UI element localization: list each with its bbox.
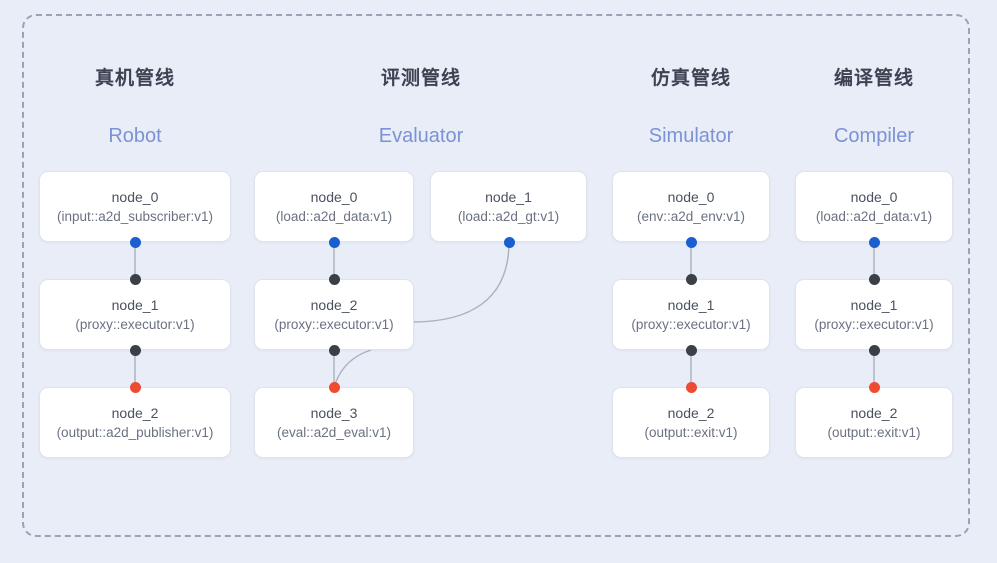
node-name: node_2 <box>850 404 898 421</box>
node-simulator-0[interactable]: node_0 (env::a2d_env:v1) <box>612 171 770 242</box>
node-name: node_1 <box>485 188 532 205</box>
port-output-simulator-1[interactable] <box>685 344 697 356</box>
column-title-cn-robot: 真机管线 <box>94 68 175 89</box>
column-title-cn-evaluator: 评测管线 <box>380 68 461 89</box>
node-name: node_1 <box>850 296 898 313</box>
diagram-dashed-frame <box>22 14 970 537</box>
port-output-evaluator-0[interactable] <box>328 236 340 248</box>
port-input-simulator-2[interactable] <box>685 381 697 393</box>
port-input-robot-1[interactable] <box>129 273 141 285</box>
node-evaluator-2[interactable]: node_2 (proxy::executor:v1) <box>254 279 414 350</box>
port-input-compiler-2[interactable] <box>868 381 880 393</box>
node-name: node_0 <box>111 188 159 205</box>
column-title-en-compiler: Compiler <box>833 125 915 147</box>
port-input-evaluator-2[interactable] <box>328 273 340 285</box>
node-spec: (load::a2d_data:v1) <box>275 208 393 224</box>
node-spec: (output::exit:v1) <box>644 424 738 440</box>
node-spec: (input::a2d_subscriber:v1) <box>56 208 214 224</box>
node-name: node_2 <box>667 404 715 421</box>
node-robot-1[interactable]: node_1 (proxy::executor:v1) <box>39 279 231 350</box>
port-input-robot-2[interactable] <box>129 381 141 393</box>
node-spec: (env::a2d_env:v1) <box>636 208 746 224</box>
node-name: node_3 <box>310 404 358 421</box>
node-spec: (proxy::executor:v1) <box>274 316 394 332</box>
column-title-cn-simulator: 仿真管线 <box>650 68 731 89</box>
column-title-en-evaluator: Evaluator <box>378 125 464 147</box>
port-output-compiler-1[interactable] <box>868 344 880 356</box>
node-spec: (proxy::executor:v1) <box>631 316 751 332</box>
node-name: node_2 <box>111 404 159 421</box>
node-spec: (output::a2d_publisher:v1) <box>56 424 214 440</box>
node-spec: (proxy::executor:v1) <box>814 316 934 332</box>
node-name: node_0 <box>850 188 898 205</box>
column-title-cn-compiler: 编译管线 <box>833 68 914 89</box>
node-name: node_1 <box>667 296 715 313</box>
node-robot-2[interactable]: node_2 (output::a2d_publisher:v1) <box>39 387 231 458</box>
node-name: node_2 <box>310 296 358 313</box>
node-spec: (load::a2d_data:v1) <box>815 208 933 224</box>
node-evaluator-0[interactable]: node_0 (load::a2d_data:v1) <box>254 171 414 242</box>
node-simulator-2[interactable]: node_2 (output::exit:v1) <box>612 387 770 458</box>
column-title-en-simulator: Simulator <box>648 125 734 147</box>
node-spec: (eval::a2d_eval:v1) <box>276 424 392 440</box>
node-compiler-2[interactable]: node_2 (output::exit:v1) <box>795 387 953 458</box>
node-robot-0[interactable]: node_0 (input::a2d_subscriber:v1) <box>39 171 231 242</box>
node-spec: (load::a2d_gt:v1) <box>457 208 560 224</box>
node-evaluator-gt[interactable]: node_1 (load::a2d_gt:v1) <box>430 171 587 242</box>
node-simulator-1[interactable]: node_1 (proxy::executor:v1) <box>612 279 770 350</box>
port-input-simulator-1[interactable] <box>685 273 697 285</box>
port-output-robot-1[interactable] <box>129 344 141 356</box>
node-name: node_0 <box>310 188 358 205</box>
port-output-evaluator-gt[interactable] <box>503 236 515 248</box>
port-output-simulator-0[interactable] <box>685 236 697 248</box>
port-input-compiler-1[interactable] <box>868 273 880 285</box>
node-spec: (output::exit:v1) <box>827 424 921 440</box>
node-name: node_0 <box>667 188 715 205</box>
node-evaluator-3[interactable]: node_3 (eval::a2d_eval:v1) <box>254 387 414 458</box>
node-spec: (proxy::executor:v1) <box>75 316 195 332</box>
port-input-evaluator-3[interactable] <box>328 381 340 393</box>
node-compiler-0[interactable]: node_0 (load::a2d_data:v1) <box>795 171 953 242</box>
port-output-evaluator-2[interactable] <box>328 344 340 356</box>
node-compiler-1[interactable]: node_1 (proxy::executor:v1) <box>795 279 953 350</box>
port-output-robot-0[interactable] <box>129 236 141 248</box>
column-title-en-robot: Robot <box>108 125 162 147</box>
port-output-compiler-0[interactable] <box>868 236 880 248</box>
node-name: node_1 <box>111 296 159 313</box>
